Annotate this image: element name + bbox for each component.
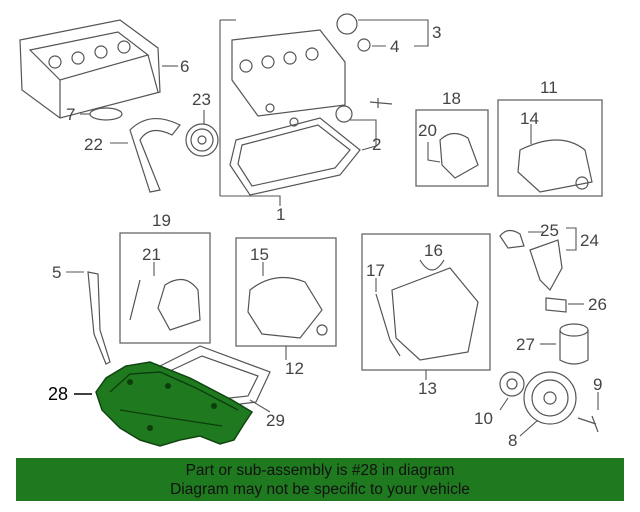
callout-24: 24 [580, 231, 599, 250]
dipstick-part [87, 271, 111, 365]
callout-20: 20 [418, 121, 437, 140]
part-15 [247, 276, 323, 339]
parts-diagram: 1 2 3 4 5 6 7 8 9 10 11 12 13 14 15 16 1… [19, 13, 607, 450]
timing-belt-part [129, 118, 181, 193]
callout-21: 21 [142, 245, 161, 264]
callout-1: 1 [276, 205, 285, 224]
seal-4-part [357, 38, 371, 52]
timing-cover-part [391, 267, 479, 361]
callout-15: 15 [250, 245, 269, 264]
part-16 [419, 259, 445, 271]
crankshaft-pulley-part [523, 371, 577, 425]
part-14 [517, 139, 593, 193]
oil-pan-part-highlighted [95, 361, 254, 447]
callout-5: 5 [52, 263, 61, 282]
callout-12: 12 [285, 359, 304, 378]
callout-2: 2 [372, 135, 381, 154]
banner-line-2: Diagram may not be specific to your vehi… [170, 481, 470, 498]
intake-manifold-part [19, 19, 161, 119]
callout-27: 27 [516, 335, 535, 354]
pulley-bolt-part [577, 415, 599, 433]
callout-6: 6 [180, 57, 189, 76]
banner-line-1: Part or sub-assembly is #28 in diagram [185, 462, 455, 479]
callout-3: 3 [432, 23, 441, 42]
callout-17: 17 [366, 261, 385, 280]
callout-9: 9 [593, 375, 602, 394]
callout-23: 23 [192, 90, 211, 109]
callout-22: 22 [84, 135, 103, 154]
crank-sprocket-part [499, 371, 525, 397]
oil-pump-part [529, 239, 563, 291]
callout-16: 16 [424, 241, 443, 260]
callout-7: 7 [66, 105, 75, 124]
box-19 [119, 232, 211, 344]
callout-26: 26 [588, 295, 607, 314]
callout-28: 28 [48, 384, 68, 404]
valve-cover-part [229, 29, 361, 196]
callout-25: 25 [540, 221, 559, 240]
oil-filler-cap-part [336, 13, 358, 35]
callout-11: 11 [540, 78, 558, 97]
callout-10: 10 [474, 409, 493, 428]
oil-pressure-switch-part [545, 297, 567, 313]
part-20 [439, 132, 479, 179]
callout-4: 4 [390, 37, 399, 56]
callout-14: 14 [520, 109, 539, 128]
part-17 [375, 293, 401, 357]
valve-cover-bolts-part [265, 98, 393, 127]
callout-8: 8 [508, 431, 517, 450]
gasket-7-part [89, 107, 123, 121]
callout-19: 19 [152, 211, 171, 230]
seal-25-part [499, 229, 525, 249]
box-11 [497, 99, 603, 197]
part-21 [157, 279, 201, 331]
highlight-notice-banner: Part or sub-assembly is #28 in diagram D… [16, 458, 624, 501]
callout-29: 29 [266, 411, 285, 430]
camshaft-pulley-part [185, 123, 219, 157]
callout-13: 13 [418, 379, 437, 398]
callout-18: 18 [442, 89, 461, 108]
oil-filter-part [559, 323, 589, 365]
box-18 [415, 109, 489, 187]
